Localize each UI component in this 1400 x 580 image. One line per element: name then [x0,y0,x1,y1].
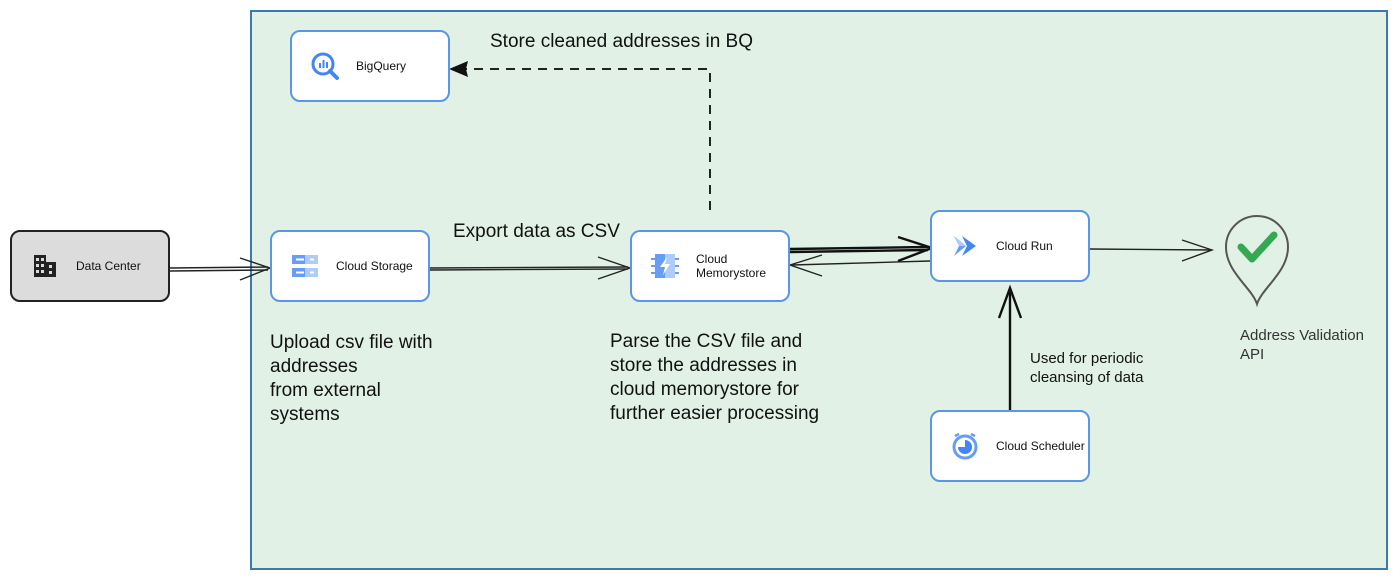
node-label: BigQuery [356,59,407,73]
edge-label-store-bq: Store cleaned addresses in BQ [490,31,753,52]
bigquery-icon [310,51,340,81]
address-validation-api-label: Address Validation API [1240,327,1364,363]
edge-bigquery-arrowhead [449,61,468,77]
edge-label-periodic: Used for periodic cleansing of data [1030,350,1144,386]
edge-scheduler-to-cloudrun [997,284,1023,410]
node-label: Cloud Scheduler [996,439,1085,453]
note-parse: Parse the CSV file and store the address… [610,331,820,424]
map-pin-check-icon [1222,210,1292,310]
node-data-center[interactable]: Data Center [10,230,170,302]
edge-memorystore-to-bigquery [466,68,711,210]
node-bigquery[interactable]: BigQuery [290,30,450,102]
edge-datacenter-to-storage [169,257,273,281]
edge-label-export-csv: Export data as CSV [453,221,620,242]
node-cloud-storage[interactable]: Cloud Storage [270,230,430,302]
node-label: Data Center [76,259,141,273]
edge-cloudrun-to-api [1089,239,1215,262]
edge-cloudrun-to-memorystore [787,254,931,277]
node-cloud-memorystore[interactable]: Cloud Memorystore [630,230,790,302]
note-upload: Upload csv file with addresses from exte… [270,332,433,425]
edge-storage-to-memorystore [429,256,633,280]
node-cloud-scheduler[interactable]: Cloud Scheduler [930,410,1090,482]
building-icon [30,251,60,281]
node-label: Cloud Run [996,239,1053,253]
cloud-storage-icon [290,251,320,281]
gcp-project-region [250,10,1388,570]
edge-memorystore-to-cloudrun [789,235,936,263]
node-label: Cloud Memorystore [696,252,767,280]
cloud-scheduler-icon [950,431,980,461]
node-cloud-run[interactable]: Cloud Run [930,210,1090,282]
memorystore-icon [650,251,680,281]
cloud-run-icon [950,231,980,261]
node-label: Cloud Storage [336,259,413,273]
